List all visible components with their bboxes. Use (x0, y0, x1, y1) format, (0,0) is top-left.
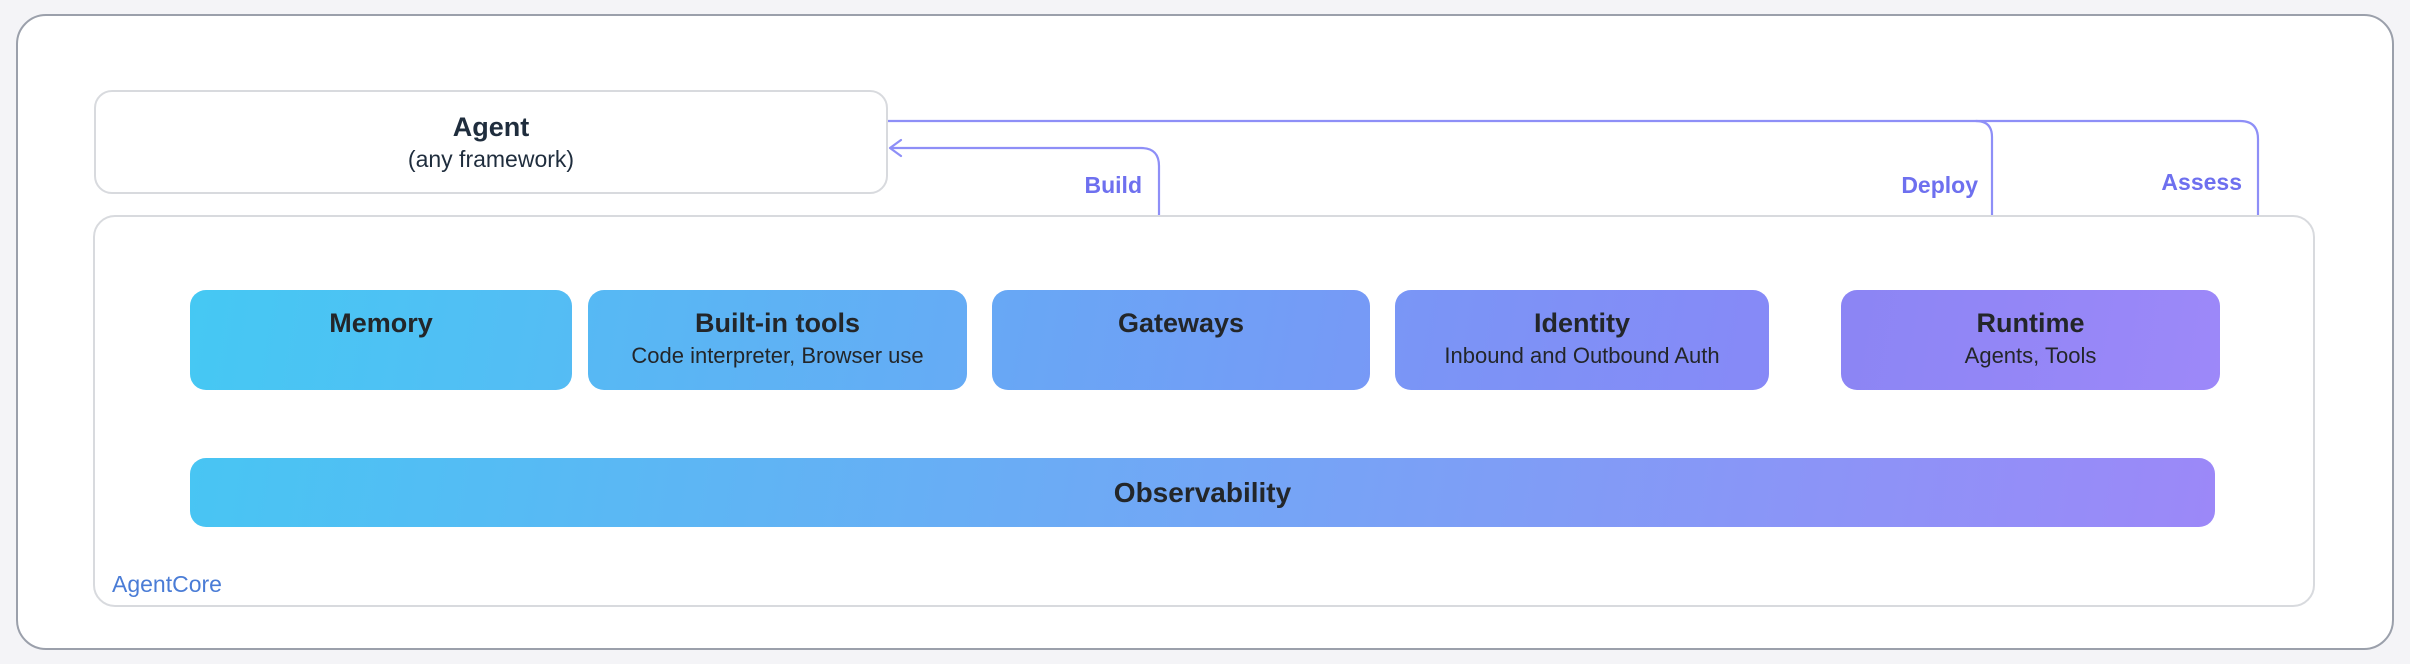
service-title: Memory (329, 308, 433, 338)
agentcore-container (93, 215, 2315, 607)
agent-box-subtitle: (any framework) (407, 146, 575, 172)
service-box-gateways: Gateways (992, 290, 1370, 390)
observability-title: Observability (1113, 476, 1292, 508)
service-subtitle: Agents, Tools (1964, 343, 2097, 368)
agent-box: Agent (any framework) (94, 90, 888, 194)
observability-bar: Observability (190, 458, 2215, 527)
deploy-label: Deploy (1901, 172, 1978, 198)
service-title: Runtime (1976, 308, 2085, 338)
service-subtitle: Inbound and Outbound Auth (1444, 343, 1720, 368)
service-box-built-in-tools: Built-in tools Code interpreter, Browser… (588, 290, 967, 390)
service-title: Built-in tools (695, 308, 860, 338)
service-title: Identity (1533, 308, 1630, 338)
service-box-memory: Memory (190, 290, 572, 390)
assess-label: Assess (2161, 169, 2242, 195)
service-box-identity: Identity Inbound and Outbound Auth (1395, 290, 1769, 390)
build-label: Build (1084, 172, 1143, 198)
service-box-runtime: Runtime Agents, Tools (1841, 290, 2220, 390)
service-title: Gateways (1117, 308, 1245, 338)
agentcore-label: AgentCore (112, 571, 222, 597)
service-subtitle: Code interpreter, Browser use (631, 343, 924, 368)
agent-box-title: Agent (452, 112, 530, 142)
